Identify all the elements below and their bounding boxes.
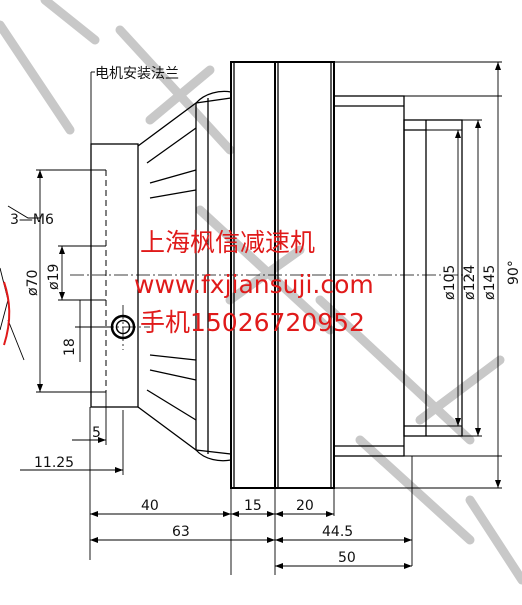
motor-flange-block xyxy=(90,143,139,408)
dim-d145: ø145 xyxy=(482,265,498,300)
flange-callout-label: 电机安装法兰 xyxy=(95,66,179,82)
dim-50: 50 xyxy=(338,550,356,566)
dim-44-5: 44.5 xyxy=(322,524,353,540)
dim-20: 20 xyxy=(296,498,314,514)
bottom-dimensions xyxy=(90,456,413,575)
dim-40: 40 xyxy=(141,498,159,514)
output-spigot xyxy=(403,119,463,437)
right-dimensions xyxy=(90,61,502,489)
dim-angle: 90° xyxy=(506,260,522,285)
dim-5: 5 xyxy=(92,425,101,441)
arrowheads xyxy=(37,62,501,569)
dim-d19: ø19 xyxy=(46,264,62,290)
dim-11-25: 11.25 xyxy=(34,455,74,471)
dim-18: 18 xyxy=(62,338,78,356)
watermark-phone: 手机15026720952 xyxy=(140,308,365,337)
dim-15: 15 xyxy=(244,498,262,514)
dim-d105: ø105 xyxy=(442,265,458,300)
dim-63: 63 xyxy=(172,524,190,540)
left-dimensions xyxy=(0,169,124,560)
dim-d70: ø70 xyxy=(25,270,41,296)
watermark-company: 上海枫信减速机 xyxy=(140,228,315,257)
thread-callout-label: 3—M6 xyxy=(10,212,54,228)
red-edge-arc xyxy=(3,281,11,346)
dim-d124: ø124 xyxy=(462,265,478,300)
watermark-website: www.fxjiansuji.com xyxy=(134,270,374,299)
